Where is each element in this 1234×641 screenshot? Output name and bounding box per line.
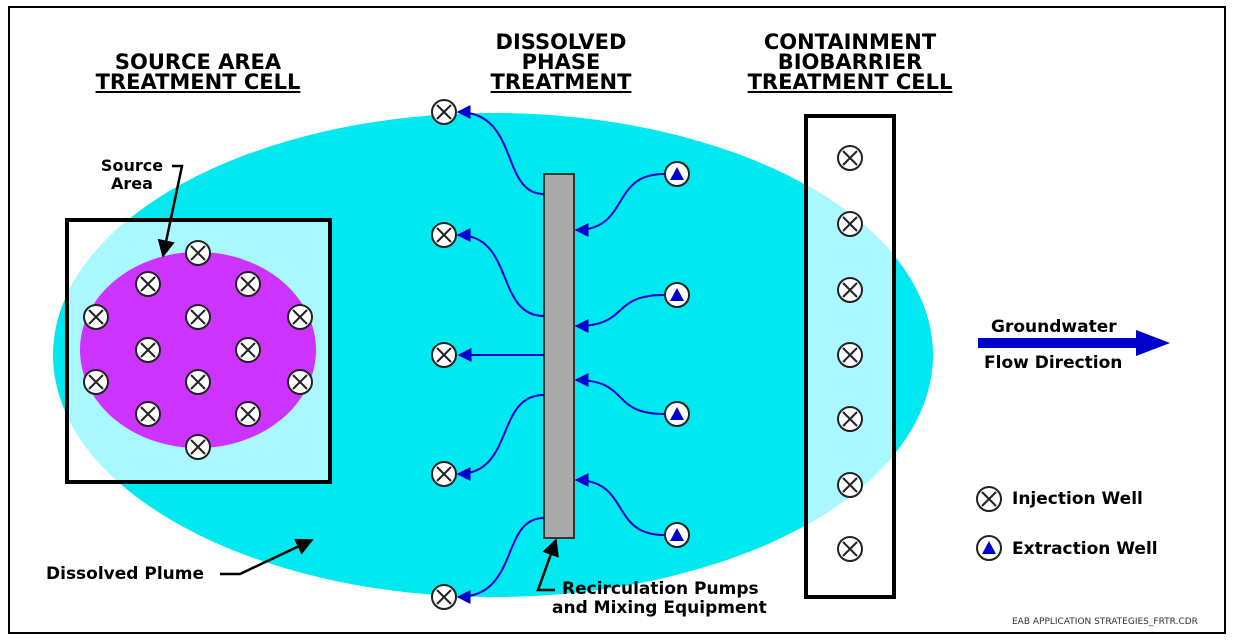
source-area-treatment-cell-box: [65, 218, 332, 484]
source-area-label-line2: Area: [111, 174, 153, 193]
injection-well-icon: [135, 337, 161, 363]
recirculation-pump-bar: [543, 173, 575, 539]
injection-well-icon: [135, 271, 161, 297]
injection-well-icon: [185, 434, 211, 460]
source-area-title-line2: TREATMENT CELL: [95, 70, 301, 94]
recirculation-label-line1: Recirculation Pumps: [562, 579, 759, 599]
injection-well-icon: [287, 369, 313, 395]
containment-title-line3: TREATMENT CELL: [747, 70, 953, 94]
injection-well-icon: [837, 406, 863, 432]
injection-well-icon: [837, 342, 863, 368]
injection-well-icon: [837, 277, 863, 303]
injection-well-icon: [83, 369, 109, 395]
injection-well-icon: [185, 369, 211, 395]
injection-well-icon: [185, 304, 211, 330]
injection-well-icon: [837, 211, 863, 237]
extraction-well-icon: [664, 401, 690, 427]
legend-extraction-well-label: Extraction Well: [1012, 539, 1158, 559]
injection-well-icon: [135, 401, 161, 427]
injection-well-icon: [837, 472, 863, 498]
injection-well-icon: [431, 222, 457, 248]
recirculation-label: Recirculation Pumps and Mixing Equipment: [552, 580, 767, 618]
legend-extraction-well-icon: [976, 535, 1002, 561]
injection-well-icon: [431, 461, 457, 487]
injection-well-icon: [235, 401, 261, 427]
credit-text: EAB APPLICATION STRATEGIES_FRTR.CDR: [1012, 617, 1198, 627]
injection-flow-curves: [456, 105, 545, 604]
injection-well-icon: [83, 304, 109, 330]
extraction-well-icon: [664, 522, 690, 548]
source-area-label-line1: Source: [100, 156, 164, 175]
groundwater-label: Groundwater: [991, 317, 1117, 337]
source-area-title-line1: SOURCE AREA: [114, 50, 282, 74]
groundwater-flow-arrow: [978, 330, 1170, 356]
dissolved-phase-title-line2: PHASE: [521, 50, 601, 74]
injection-well-icon: [431, 342, 457, 368]
dissolved-plume-label: Dissolved Plume: [46, 564, 205, 584]
injection-well-icon: [235, 337, 261, 363]
injection-well-icon: [287, 304, 313, 330]
injection-well-icon: [431, 584, 457, 610]
dissolved-phase-title: DISSOLVED PHASE TREATMENT: [476, 30, 646, 94]
containment-title: CONTAINMENT BIOBARRIER TREATMENT CELL: [738, 30, 962, 94]
extraction-well-icon: [664, 282, 690, 308]
injection-well-icon: [837, 536, 863, 562]
injection-well-icon: [837, 145, 863, 171]
source-area-region: [80, 252, 316, 448]
containment-biobarrier-box: [804, 114, 896, 599]
legend-injection-well-icon: [976, 486, 1002, 512]
injection-well-icon: [185, 240, 211, 266]
source-area-pointer-arrow: [157, 164, 184, 258]
recirculation-pointer-arrow: [536, 538, 559, 592]
dissolved-phase-title-line1: DISSOLVED: [495, 30, 627, 54]
injection-well-icon: [431, 99, 457, 125]
dissolved-phase-title-line3: TREATMENT: [490, 70, 632, 94]
dissolved-plume-pointer-arrow: [220, 538, 314, 576]
recirculation-label-line2: and Mixing Equipment: [552, 598, 767, 618]
legend-injection-well-label: Injection Well: [1012, 489, 1143, 509]
injection-well-icon: [235, 271, 261, 297]
extraction-well-icon: [664, 161, 690, 187]
source-area-title: SOURCE AREA TREATMENT CELL: [82, 50, 314, 94]
containment-title-line1: CONTAINMENT: [763, 30, 937, 54]
containment-title-line2: BIOBARRIER: [777, 50, 923, 74]
flow-direction-label: Flow Direction: [984, 353, 1123, 373]
source-area-label: Source Area: [96, 157, 168, 193]
extraction-flow-curves: [574, 173, 665, 536]
